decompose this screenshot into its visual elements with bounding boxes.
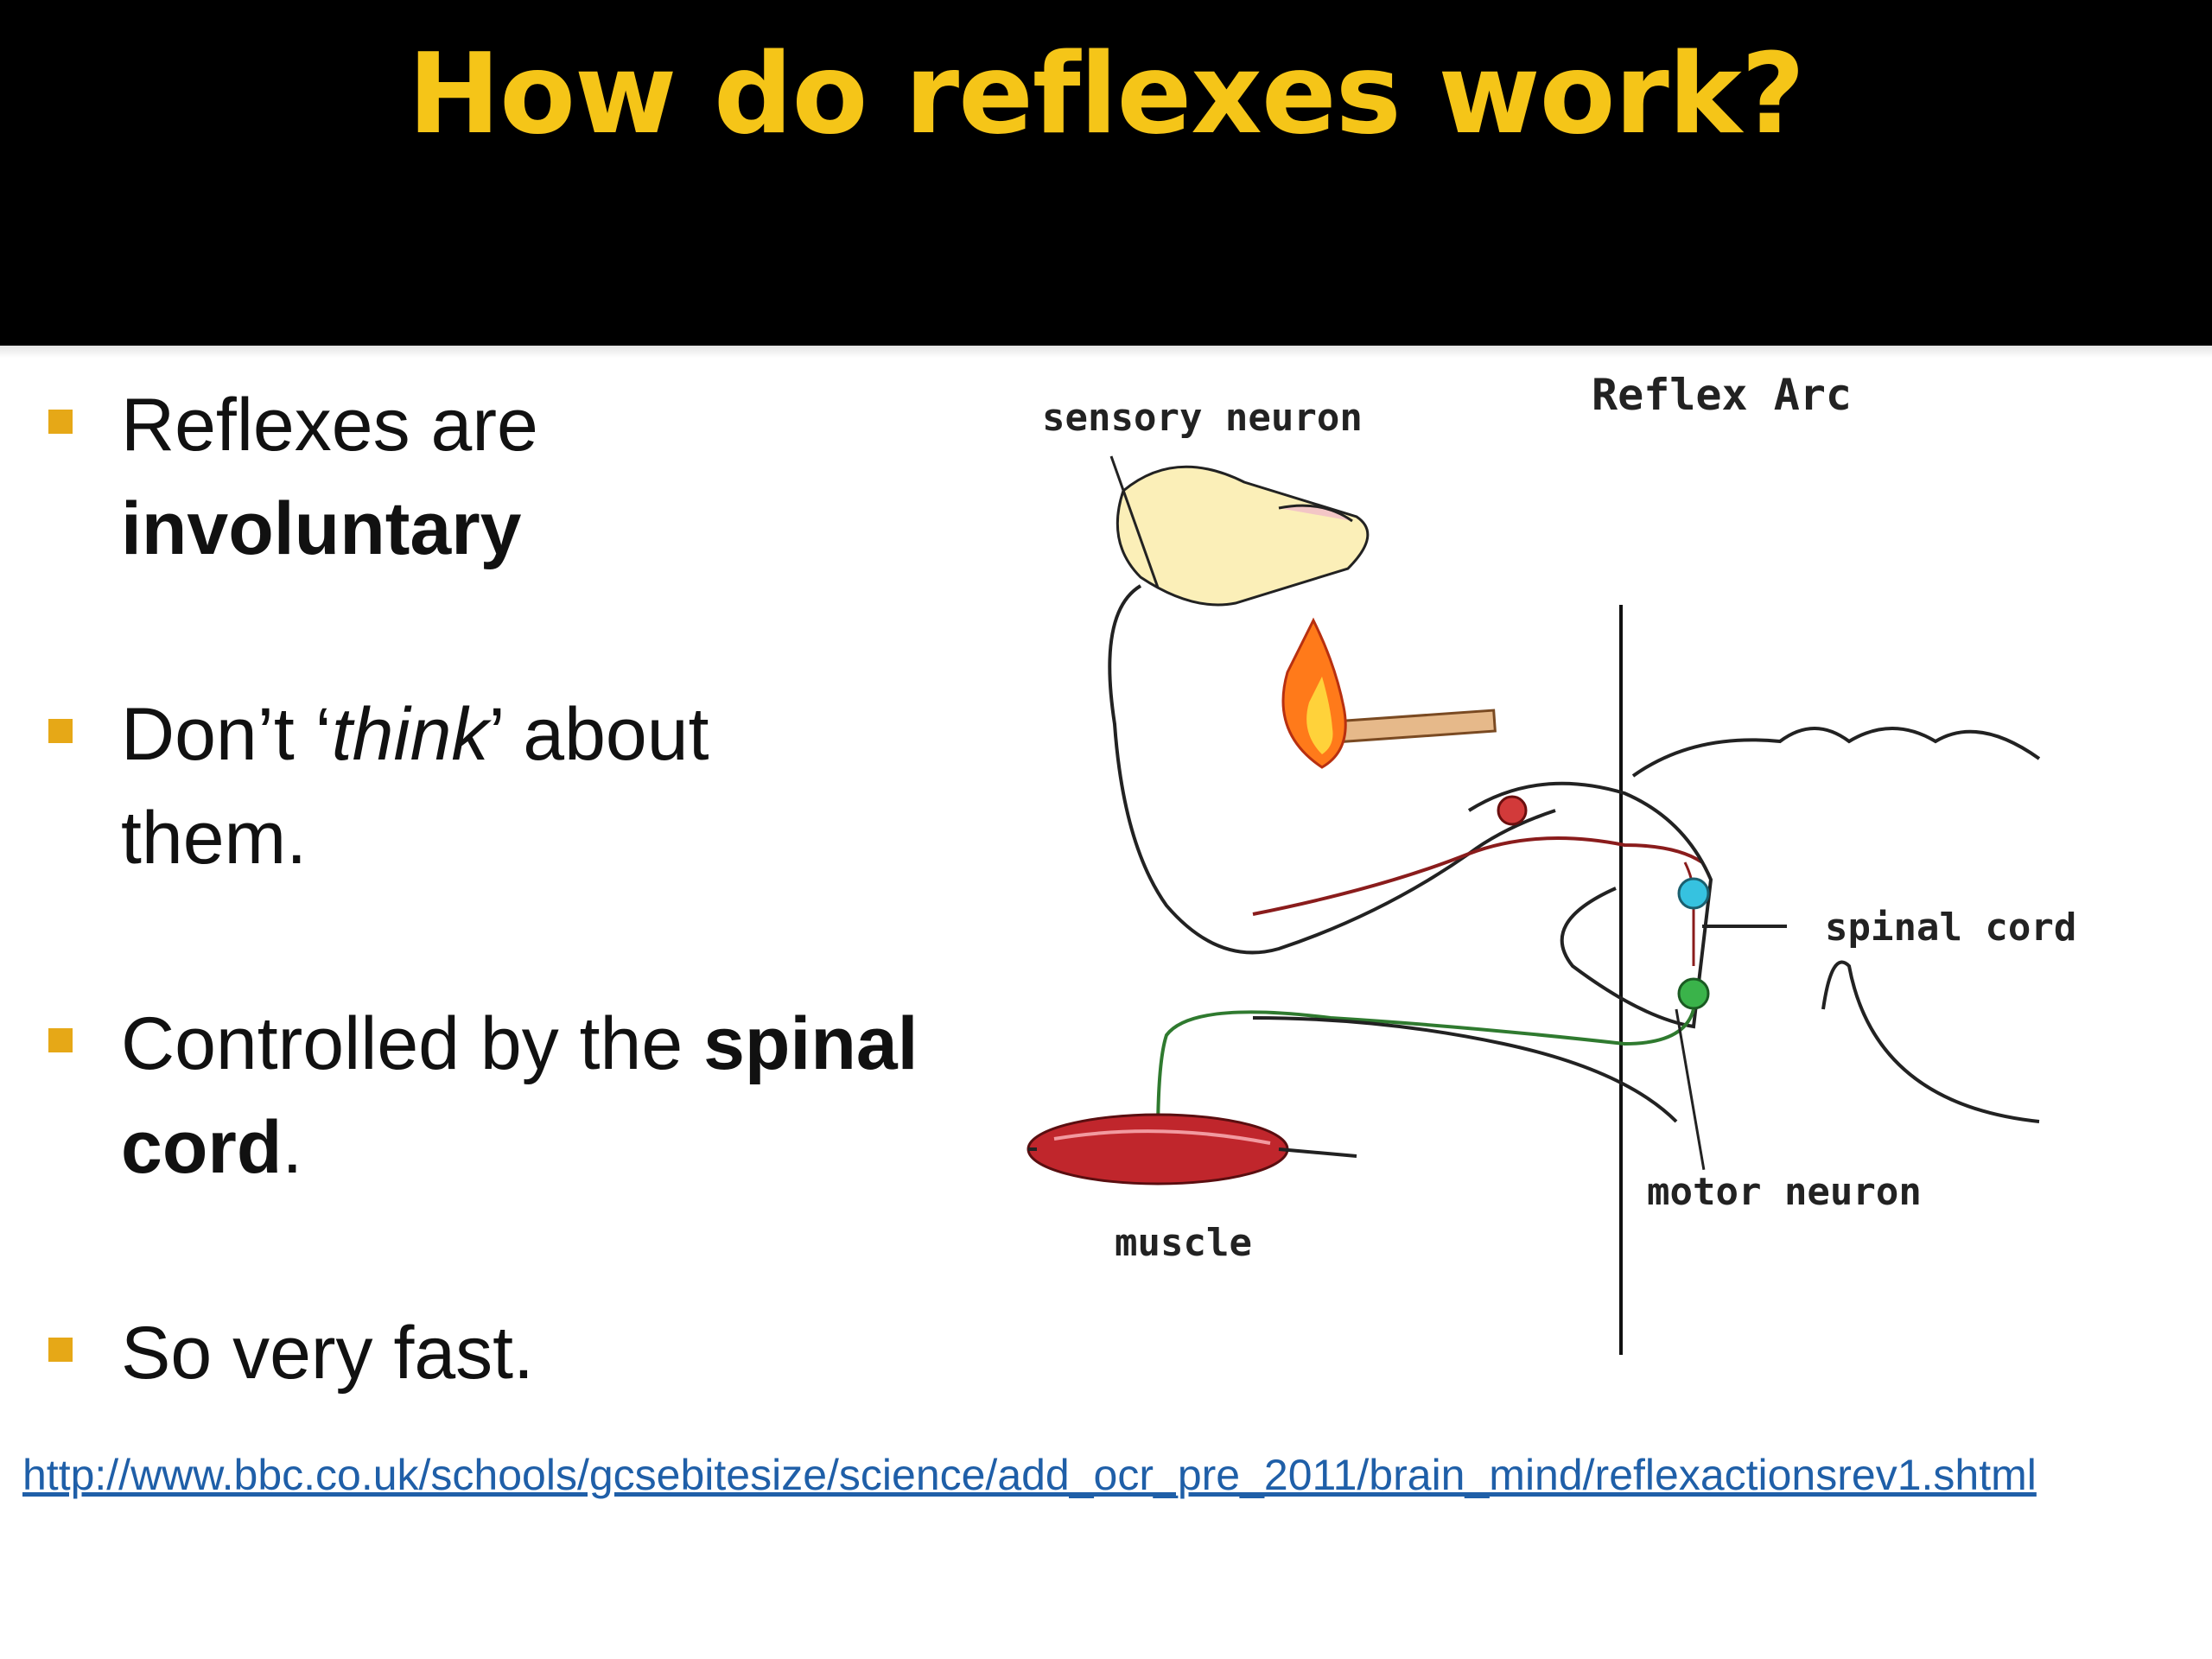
arm-lower-outline <box>1252 1016 1678 1123</box>
flame-core <box>1306 677 1333 754</box>
bullet-text: Reflexes are involuntary <box>121 373 1037 581</box>
bullet-line: So very fast. <box>121 1312 534 1395</box>
tendon-right <box>1278 1147 1357 1158</box>
reflex-arc-diagram: Reflex Arc sensory neuron spinal cord mo… <box>1020 361 2212 1385</box>
title-bar: How do reflexes work? <box>0 0 2212 346</box>
motor-cell-body <box>1677 977 1710 1010</box>
bullet-text-post: ’ about <box>488 693 709 776</box>
label-motor-neuron: motor neuron <box>1647 1170 1922 1214</box>
slide-title: How do reflexes work? <box>407 30 1805 159</box>
spinal-cord-top <box>1631 727 2041 778</box>
bullet-text: Controlled by the spinal cord. <box>121 992 1037 1199</box>
bullet-text: Don’t ‘think’ about them. <box>121 683 1037 890</box>
bullet-marker <box>48 1338 73 1362</box>
sensory-neuron-path <box>1252 836 1704 916</box>
spinal-cord-bottom <box>1821 960 2040 1123</box>
bullet-line: Reflexes are <box>121 384 538 467</box>
bullet-line: them. <box>121 797 308 880</box>
motor-neuron-pointer <box>1675 1008 1706 1171</box>
muscle-shape <box>1027 1113 1289 1185</box>
bullet-text-italic: think <box>331 693 489 776</box>
bullet-text-post: . <box>282 1106 303 1189</box>
bullet-text-bold: spinal <box>703 1002 918 1085</box>
bullet-line-bold: involuntary <box>121 487 522 570</box>
finger-shape <box>1116 465 1370 607</box>
label-spinal-cord: spinal cord <box>1825 906 2076 950</box>
bullet-marker <box>48 1028 73 1052</box>
bullet-text-bold: cord <box>121 1106 283 1189</box>
bullet-text-pre: Controlled by the <box>121 1002 704 1085</box>
label-muscle: muscle <box>1115 1221 1252 1265</box>
motor-neuron-path <box>1156 1008 1695 1140</box>
divider <box>0 346 2212 358</box>
bullet-text-pre: Don’t ‘ <box>121 693 332 776</box>
bullet-marker <box>48 410 73 434</box>
muscle-highlight <box>1053 1129 1271 1145</box>
spinal-cord-outline <box>1467 781 1713 1029</box>
bullet-text: So very fast. <box>121 1301 1037 1405</box>
diagram-title: Reflex Arc <box>1592 370 1852 420</box>
bullet-marker <box>48 719 73 743</box>
relay-cell-body <box>1677 877 1710 910</box>
sensory-pointer <box>1109 455 1160 588</box>
sensory-cell-body <box>1497 795 1528 826</box>
label-sensory-neuron: sensory neuron <box>1042 396 1363 440</box>
source-link[interactable]: http://www.bbc.co.uk/schools/gcsebitesiz… <box>22 1451 2037 1499</box>
fingernail-shape <box>1278 504 1353 523</box>
